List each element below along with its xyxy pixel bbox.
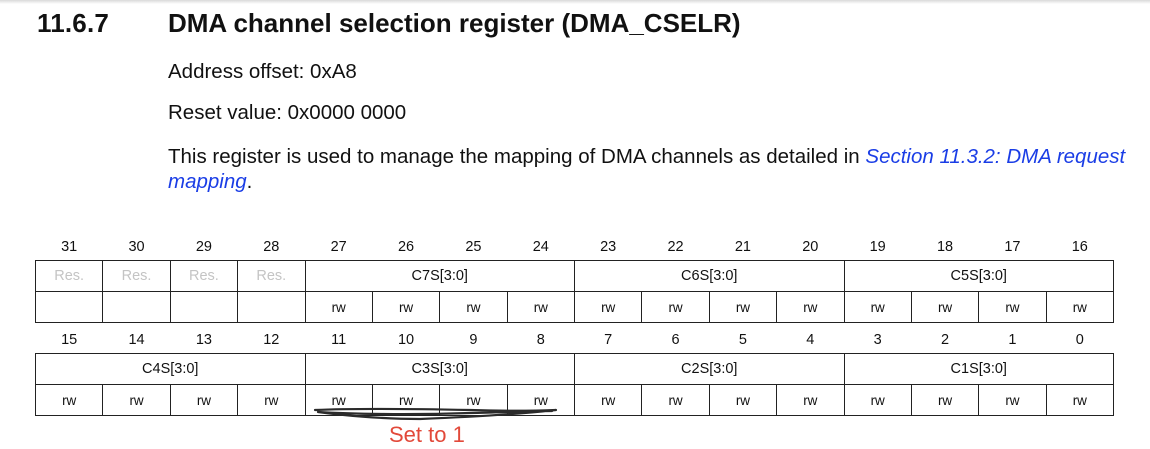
bit-number: 19 [869, 238, 886, 255]
access-cell: rw [708, 384, 778, 416]
access-cell: rw [506, 291, 576, 323]
bit-number: 16 [1071, 238, 1088, 255]
bit-number: 29 [195, 238, 212, 255]
bit-number: 8 [536, 331, 545, 348]
access-cell: rw [304, 384, 373, 416]
access-cell: rw [34, 384, 104, 416]
access-row: rw rw rw rw rw rw rw rw rw rw rw rw rw r… [34, 384, 1115, 416]
bit-number: 3 [873, 331, 882, 348]
bit-number: 28 [263, 238, 280, 255]
section-title: DMA channel selection register (DMA_CSEL… [168, 8, 741, 38]
bit-number: 14 [128, 331, 145, 348]
field-c2s: C2S[3:0] [574, 353, 845, 385]
access-cell: rw [439, 384, 508, 416]
reserved-cell: Res. [102, 260, 171, 292]
empty-access-cell [102, 291, 171, 323]
access-cell: rw [439, 291, 508, 323]
access-cell: rw [573, 384, 643, 416]
access-cell: rw [978, 291, 1047, 323]
access-cell: rw [776, 291, 845, 323]
access-cell: rw [169, 384, 239, 416]
bit-number: 6 [671, 331, 680, 348]
field-c1s: C1S[3:0] [843, 353, 1114, 385]
bit-number: 12 [263, 331, 280, 348]
section-number: 11.6.7 [37, 8, 110, 38]
bit-number: 20 [802, 238, 819, 255]
bit-number: 25 [465, 238, 482, 255]
bit-number: 11 [331, 331, 347, 348]
top-shadow [0, 0, 1150, 4]
reserved-cell: Res. [169, 260, 239, 292]
bit-number-row: 31 30 29 28 27 26 25 24 23 22 21 20 19 1… [36, 233, 1114, 261]
access-cell: rw [1045, 291, 1115, 323]
bit-number-row: 15 14 13 12 11 10 9 8 7 6 5 4 3 2 1 0 [36, 326, 1114, 354]
empty-access-cell [237, 291, 306, 323]
bit-number: 24 [532, 238, 549, 255]
register-table-upper: 31 30 29 28 27 26 25 24 23 22 21 20 19 1… [34, 233, 1115, 323]
bit-number: 22 [667, 238, 684, 255]
bit-number: 27 [330, 238, 347, 255]
field-row: Res. Res. Res. Res. C7S[3:0] C6S[3:0] C5… [34, 260, 1114, 292]
empty-access-cell [169, 291, 239, 323]
access-cell: rw [843, 291, 912, 323]
access-cell: rw [506, 384, 576, 416]
field-row: C4S[3:0] C3S[3:0] C2S[3:0] C1S[3:0] [35, 353, 1114, 385]
access-cell: rw [641, 384, 710, 416]
access-cell: rw [843, 384, 912, 416]
bit-number: 4 [806, 331, 815, 348]
bit-number: 13 [195, 331, 212, 348]
bit-number: 7 [604, 331, 613, 348]
access-cell: rw [910, 291, 980, 323]
access-cell: rw [304, 291, 373, 323]
access-cell: rw [573, 291, 643, 323]
bit-number: 23 [600, 238, 617, 255]
access-cell: rw [1045, 384, 1115, 416]
access-cell: rw [910, 384, 980, 416]
bit-number: 2 [941, 331, 950, 348]
section-link[interactable]: Section 11.3.2: DMA request mapping [168, 145, 1126, 193]
bit-number: 15 [61, 331, 78, 348]
bit-number: 18 [936, 238, 954, 255]
field-c6s: C6S[3:0] [574, 260, 845, 292]
field-c5s: C5S[3:0] [843, 260, 1114, 292]
access-cell: rw [708, 291, 778, 323]
reserved-cell: Res. [34, 260, 104, 292]
annotation-note: Set to 1 [389, 422, 465, 447]
description-end: . [246, 170, 253, 193]
bit-number: 10 [397, 331, 415, 348]
access-cell: rw [371, 291, 441, 323]
access-cell: rw [102, 384, 171, 416]
bit-number: 21 [734, 238, 751, 255]
bit-number: 1 [1008, 331, 1017, 348]
bit-number: 31 [61, 238, 78, 255]
access-cell: rw [776, 384, 845, 416]
reset-value: Reset value: 0x0000 0000 [168, 101, 407, 124]
bit-number: 17 [1004, 238, 1021, 255]
bit-number: 9 [469, 331, 478, 348]
reserved-cell: Res. [237, 260, 306, 292]
description-paragraph: This register is used to manage the mapp… [168, 144, 1128, 194]
field-c4s: C4S[3:0] [35, 353, 306, 385]
access-cell: rw [237, 384, 306, 416]
access-cell: rw [978, 384, 1047, 416]
register-table-lower: 15 14 13 12 11 10 9 8 7 6 5 4 3 2 1 0 C4… [34, 326, 1115, 416]
empty-access-cell [34, 291, 104, 323]
access-row: rw rw rw rw rw rw rw rw rw rw rw rw [34, 291, 1115, 323]
access-cell: rw [641, 291, 710, 323]
access-cell: rw [371, 384, 441, 416]
address-offset: Address offset: 0xA8 [168, 60, 357, 83]
bit-number: 0 [1075, 331, 1084, 348]
description-text: This register is used to manage the mapp… [168, 145, 866, 168]
bit-number: 30 [128, 238, 145, 255]
bit-number: 5 [738, 331, 747, 348]
field-c3s: C3S[3:0] [304, 353, 575, 385]
bit-number: 26 [397, 238, 415, 255]
field-c7s: C7S[3:0] [304, 260, 575, 292]
